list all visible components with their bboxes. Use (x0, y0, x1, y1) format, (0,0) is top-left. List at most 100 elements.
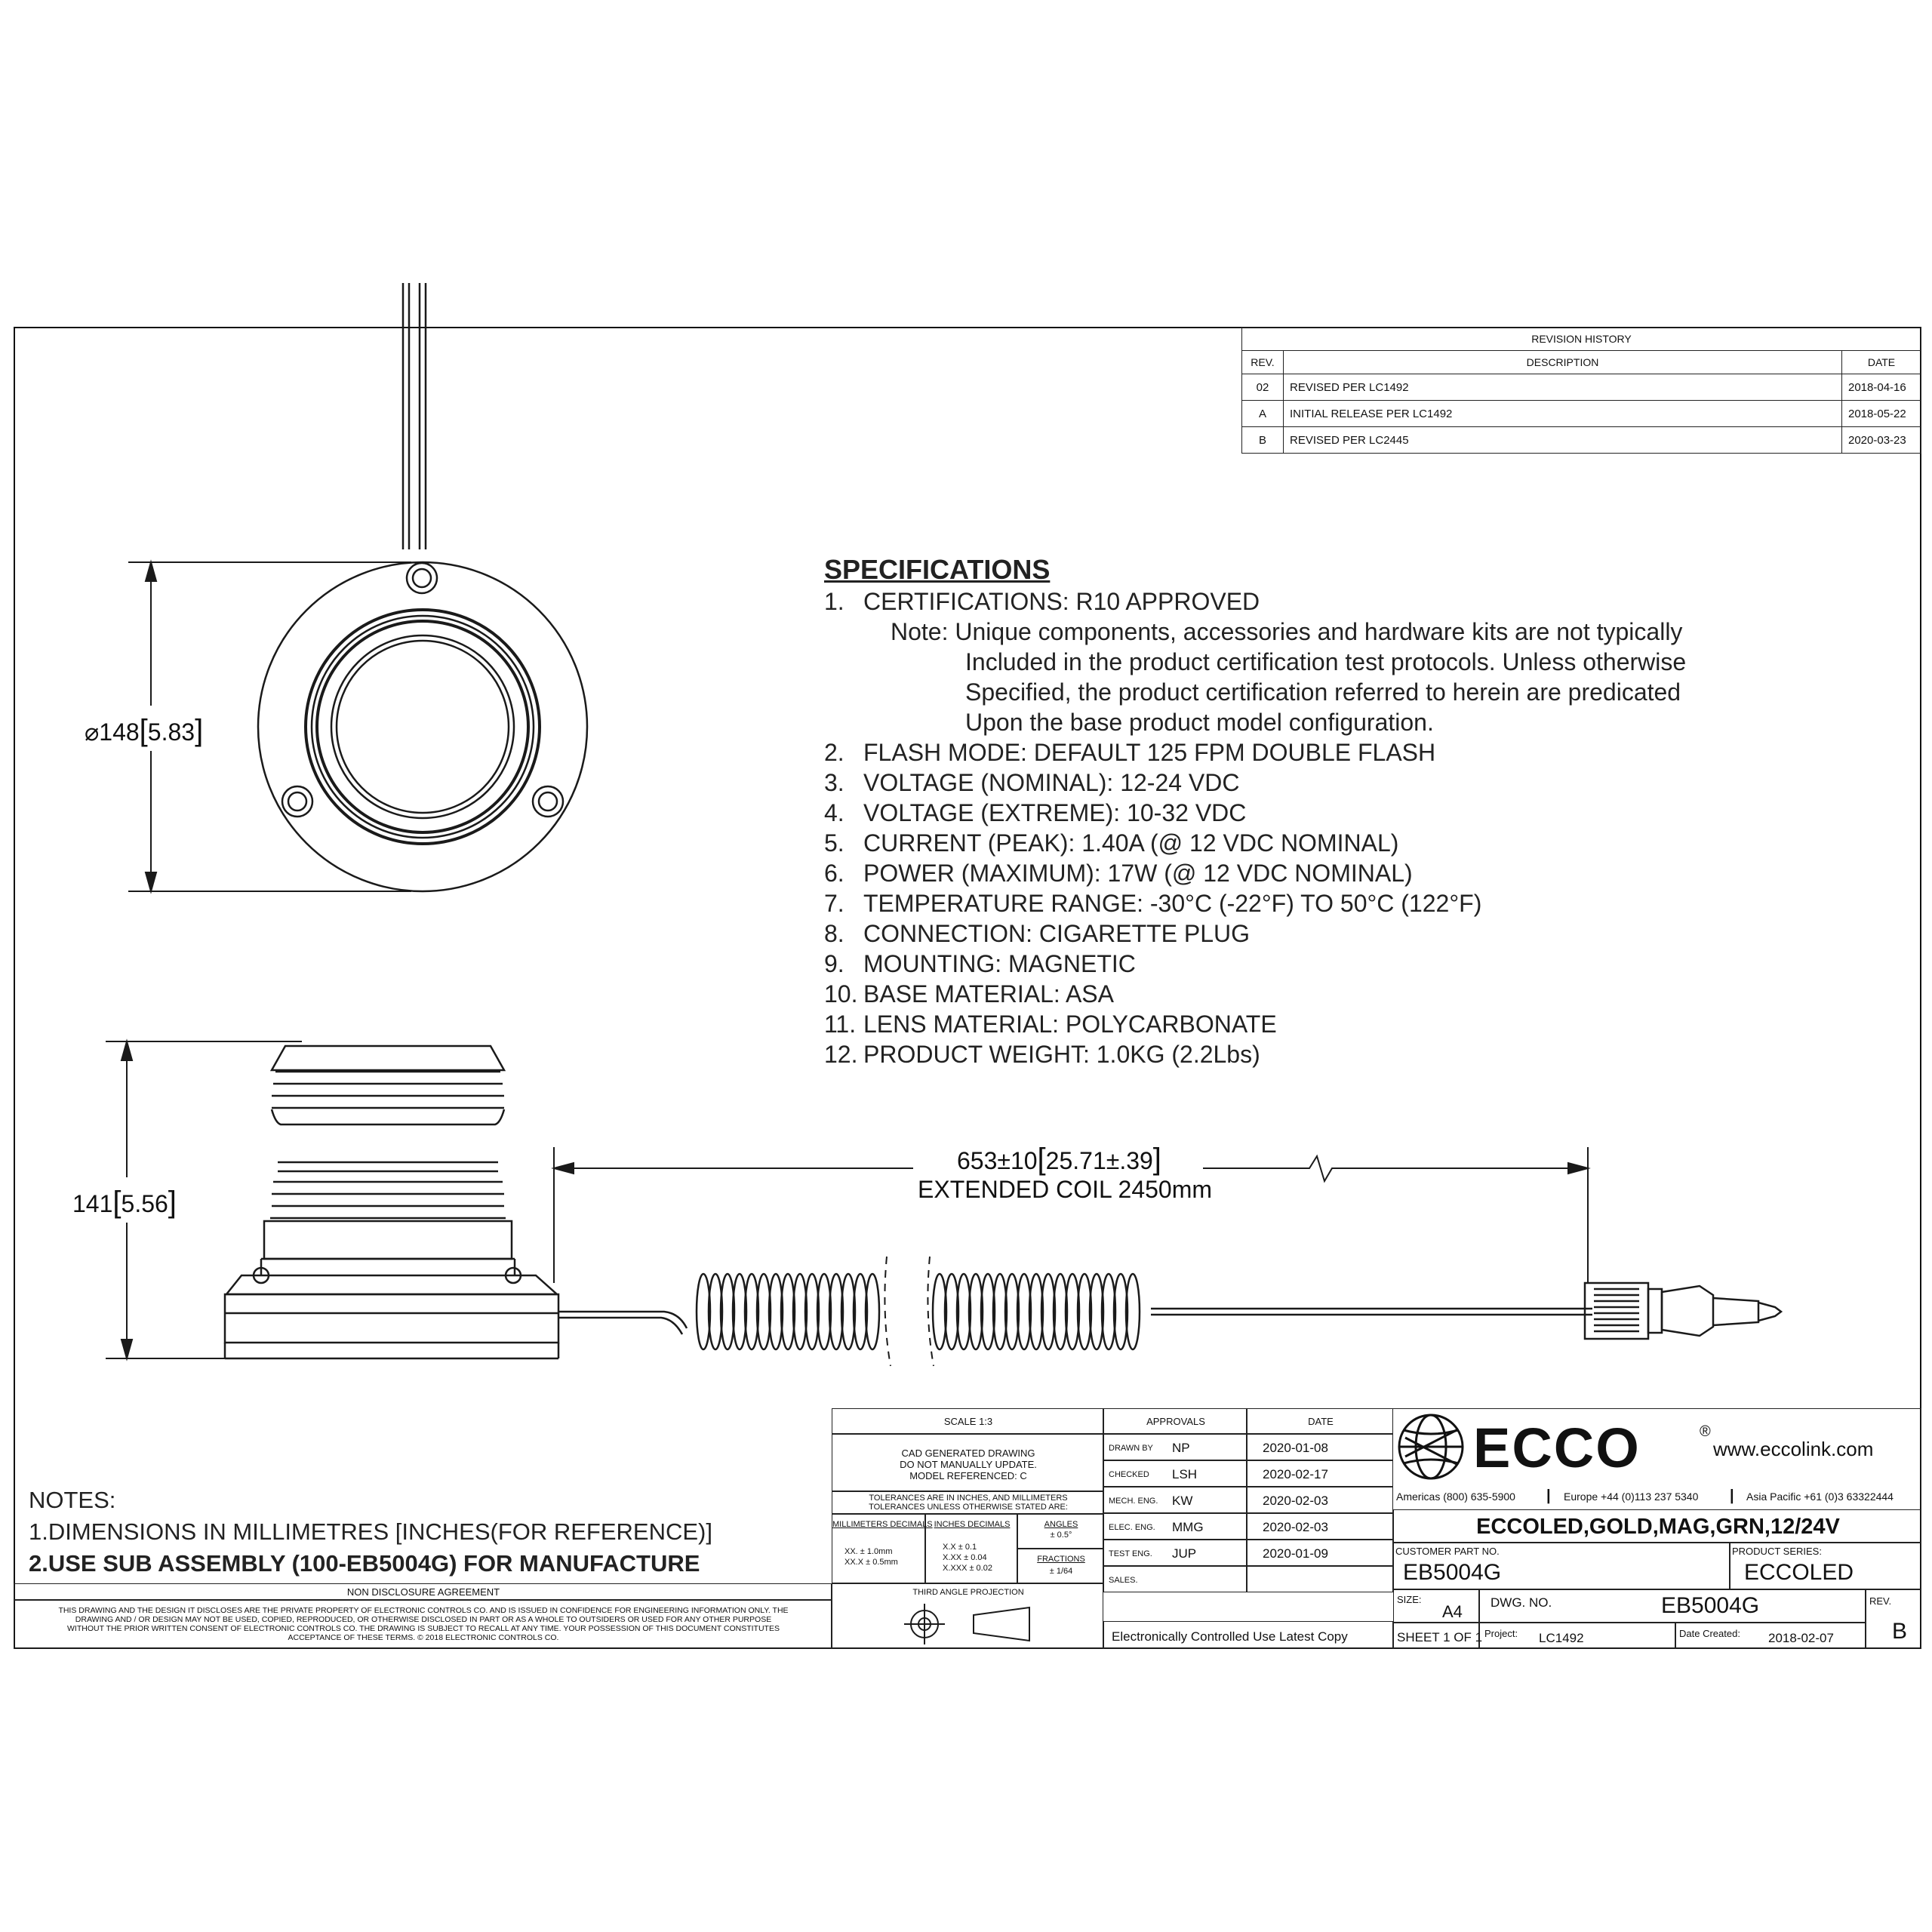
description-cell: REVISED PER LC1492 (1283, 374, 1842, 401)
spec-note-line: Upon the base product model configuratio… (965, 709, 1434, 736)
coil-loop (840, 1272, 857, 1351)
customer-part-label: CUSTOMER PART NO. (1395, 1546, 1500, 1557)
cord-dimension (551, 1147, 1591, 1283)
approval-date: 2020-02-03 (1263, 1494, 1328, 1508)
approval-name: KW (1172, 1494, 1193, 1508)
approval-role: DRAWN BY (1109, 1444, 1153, 1453)
revision-row: A INITIAL RELEASE PER LC1492 2018-05-22 (1241, 400, 1921, 427)
cigarette-plug (1583, 1281, 1783, 1340)
height-label: 141[5.56] (72, 1186, 177, 1219)
approval-date: 2020-02-03 (1263, 1520, 1328, 1534)
diameter-inches: 5.83 (147, 718, 195, 746)
customer-part: EB5004G (1403, 1560, 1502, 1585)
rev-cell: A (1241, 400, 1284, 427)
coil-loop (955, 1272, 972, 1351)
spec-item: 10.BASE MATERIAL: ASA (824, 980, 1114, 1008)
nda-title-cell: NON DISCLOSURE AGREEMENT (14, 1583, 832, 1600)
approval-role-cell: DRAWN BY NP (1103, 1434, 1247, 1460)
date-header: DATE (1308, 1416, 1334, 1427)
website: www.eccolink.com (1713, 1438, 1874, 1460)
spec-item: 12.PRODUCT WEIGHT: 1.0KG (2.2Lbs) (824, 1041, 1260, 1068)
size-label: SIZE: (1397, 1594, 1422, 1605)
inch-decimals-line: X.XXX ± 0.02 (943, 1564, 992, 1573)
cord-length-label: 653±10[25.71±.39] (957, 1143, 1161, 1176)
coil-loop (707, 1272, 724, 1351)
spec-item: 8.CONNECTION: CIGARETTE PLUG (824, 920, 1251, 947)
angles-label: ANGLES (1044, 1520, 1078, 1529)
copy-note-cell: Electronically Controlled Use Latest Cop… (1103, 1621, 1393, 1649)
spec-item: 9.MOUNTING: MAGNETIC (824, 950, 1136, 977)
fractions-value: ± 1/64 (1049, 1567, 1073, 1576)
rev-value: B (1892, 1619, 1908, 1644)
contact-separator: | (1730, 1487, 1734, 1504)
contact-europe: Europe +44 (0)113 237 5340 (1564, 1491, 1699, 1503)
height-value: 141 (72, 1190, 113, 1217)
ecco-brand: ECCO (1473, 1417, 1641, 1479)
scale-cell: SCALE 1:3 (832, 1408, 1103, 1434)
coil-loop (1052, 1272, 1069, 1351)
rev-cell: REV. B (1866, 1589, 1921, 1649)
coil-loop (780, 1272, 796, 1351)
project-cell: Project: LC1492 (1479, 1623, 1675, 1649)
inch-decimals-cell: INCHES DECIMALS X.X ± 0.1 X.XX ± 0.04 X.… (925, 1514, 1017, 1583)
approval-role: CHECKED (1109, 1470, 1149, 1479)
coil-loop (768, 1272, 784, 1351)
coil-loop (943, 1272, 960, 1351)
tolerance-note-line: TOLERANCES ARE IN INCHES, AND MILLIMETER… (869, 1494, 1068, 1503)
coil-loop (1076, 1272, 1093, 1351)
coil-loop (1016, 1272, 1032, 1351)
coil-loop (1004, 1272, 1020, 1351)
notes-block: NOTES: 1.DIMENSIONS IN MILLIMETRES [INCH… (29, 1484, 712, 1580)
mm-decimals-line: XX. ± 1.0mm (844, 1547, 893, 1556)
cord-length-value: 653±10 (957, 1147, 1038, 1174)
revision-history-title: REVISION HISTORY (1241, 327, 1921, 351)
approval-name: NP (1172, 1441, 1190, 1455)
height-dimension (106, 1038, 302, 1361)
ecco-globe-logo (1398, 1414, 1464, 1480)
approval-date: 2020-02-17 (1263, 1467, 1328, 1481)
tolerance-note-line: TOLERANCES UNLESS OTHERWISE STATED ARE: (869, 1503, 1068, 1512)
approvals-header-cell: APPROVALS (1103, 1408, 1247, 1434)
col-rev: REV. (1241, 350, 1284, 374)
spec-item: 5.CURRENT (PEAK): 1.40A (@ 12 VDC NOMINA… (824, 829, 1399, 857)
side-view-light (223, 1044, 560, 1360)
coil-loop (1088, 1272, 1105, 1351)
coil-loop (992, 1272, 1008, 1351)
spec-item: 11.LENS MATERIAL: POLYCARBONATE (824, 1011, 1277, 1038)
approval-name: JUP (1172, 1546, 1197, 1561)
diameter-value: ⌀148 (85, 718, 140, 746)
spec-item: 3.VOLTAGE (NOMINAL): 12-24 VDC (824, 769, 1240, 796)
nda-text-line: DRAWING AND / OR DESIGN MAY NOT BE USED,… (75, 1615, 772, 1624)
mm-decimals-line: XX.X ± 0.5mm (844, 1558, 898, 1567)
tolerance-note-cell: TOLERANCES ARE IN INCHES, AND MILLIMETER… (832, 1491, 1103, 1514)
description-cell: REVISED PER LC2445 (1283, 426, 1842, 454)
cad-note-cell: CAD GENERATED DRAWING DO NOT MANUALLY UP… (832, 1434, 1103, 1491)
approval-role: MECH. ENG. (1109, 1497, 1158, 1506)
coil-loop (804, 1272, 820, 1351)
nda-text-line: ACCEPTANCE OF THESE TERMS. © 2018 ELECTR… (288, 1633, 559, 1642)
coil-loop (792, 1272, 808, 1351)
sheet-label: SHEET 1 OF 1 (1397, 1630, 1483, 1644)
diameter-label: ⌀148[5.83] (85, 714, 204, 747)
approval-date-cell: 2020-02-03 (1247, 1513, 1393, 1540)
coil-break (884, 1256, 934, 1367)
inch-decimals-line: X.X ± 0.1 (943, 1543, 977, 1552)
approval-date-cell: 2020-02-17 (1247, 1460, 1393, 1487)
size-value: A4 (1442, 1602, 1463, 1621)
spec-item: 4.VOLTAGE (EXTREME): 10-32 VDC (824, 799, 1247, 826)
approval-date-cell (1247, 1566, 1393, 1592)
spec-note-line: Specified, the product certification ref… (965, 678, 1681, 706)
approval-role-cell: SALES. (1103, 1566, 1247, 1592)
projection-cell: THIRD ANGLE PROJECTION (832, 1583, 1103, 1649)
mm-decimals-label: MILLIMETERS DECIMALS (832, 1520, 933, 1529)
coil-loop (719, 1272, 736, 1351)
specifications-title: SPECIFICATIONS (824, 554, 1051, 585)
rev-cell: 02 (1241, 374, 1284, 401)
approval-date: 2020-01-09 (1263, 1546, 1328, 1561)
approval-role-cell: MECH. ENG. KW (1103, 1487, 1247, 1513)
date-created-value: 2018-02-07 (1768, 1631, 1834, 1645)
coil-cable (558, 1310, 688, 1335)
dwg-number: EB5004G (1661, 1593, 1760, 1618)
coil-loop (828, 1272, 844, 1351)
